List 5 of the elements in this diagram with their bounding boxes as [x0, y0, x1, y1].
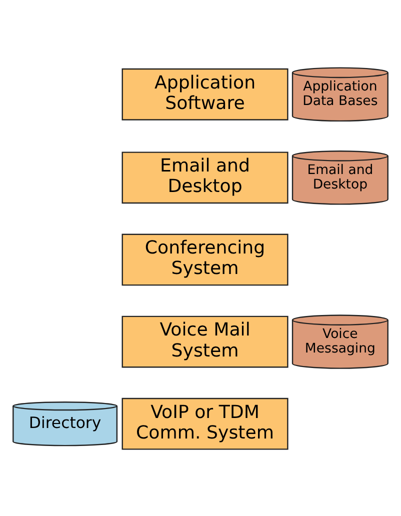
node-box: Voice Mail System: [122, 315, 288, 368]
node-box: VoIP or TDM Comm. System: [122, 397, 288, 450]
node-box: Application Software: [122, 68, 288, 120]
node-box: Email and Desktop: [122, 151, 288, 204]
node-box: Conferencing System: [122, 233, 288, 286]
